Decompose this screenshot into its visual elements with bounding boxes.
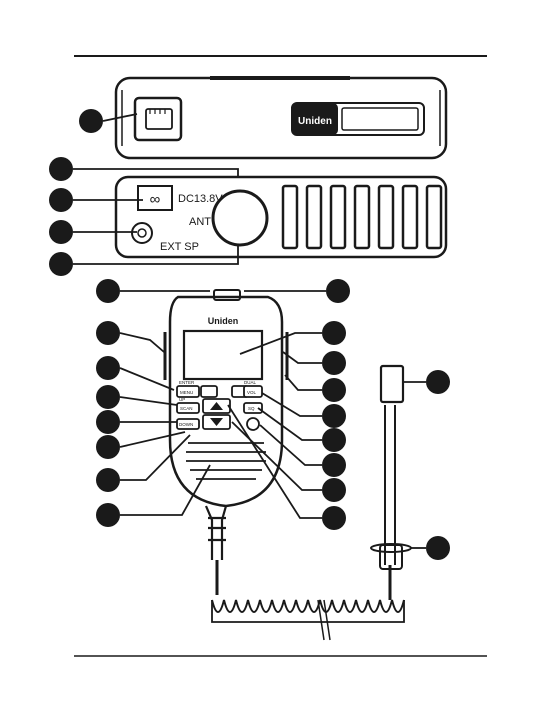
ext-speaker-label: EXT SP	[160, 241, 199, 253]
mic-cable	[204, 364, 412, 641]
callout-17	[322, 378, 346, 402]
callout-13	[96, 468, 120, 492]
callout-21	[322, 478, 346, 502]
leader-lines	[73, 113, 426, 549]
callout-7	[326, 279, 350, 303]
rj45-plug	[379, 364, 405, 404]
callout-22	[322, 506, 346, 530]
front-panel	[114, 76, 448, 160]
callout-24	[426, 536, 450, 560]
callout-9	[96, 356, 120, 380]
enter-label: ENTER	[179, 380, 195, 385]
back-panel	[114, 175, 448, 259]
power-jack	[137, 185, 173, 211]
antenna-connector	[211, 189, 269, 247]
antenna-label: ANT	[189, 216, 211, 228]
callout-5	[49, 252, 73, 276]
down-label: DOWN	[179, 422, 193, 427]
side-knob	[246, 417, 260, 431]
callout-2	[49, 157, 73, 181]
callout-15	[322, 321, 346, 345]
callout-12	[96, 435, 120, 459]
heat-sink-fins	[281, 184, 443, 250]
callout-1	[79, 109, 103, 133]
sq-label: SQ	[248, 406, 255, 411]
callout-19	[322, 428, 346, 452]
vol-label: VOL	[247, 390, 257, 395]
callout-4	[49, 220, 73, 244]
callout-16	[322, 351, 346, 375]
menu-label: MENU	[180, 390, 193, 395]
coil-cable	[211, 599, 405, 613]
callout-20	[322, 453, 346, 477]
left-mid-button	[200, 385, 218, 398]
callout-circles	[49, 109, 450, 560]
ext-speaker-jack	[131, 222, 153, 244]
callout-3	[49, 188, 73, 212]
sq-button	[243, 402, 263, 414]
callout-23	[426, 370, 450, 394]
callout-18	[322, 404, 346, 428]
scan-label: SCAN	[180, 406, 193, 411]
up-arrow-icon	[210, 402, 223, 410]
menu-button	[176, 385, 200, 398]
scan-button	[176, 402, 200, 414]
mic-speaker-grille	[186, 442, 266, 480]
front-brand-text: Uniden	[298, 116, 332, 127]
microphone-body	[163, 289, 289, 508]
down-arrow-icon	[210, 418, 223, 426]
power-label: DC13.8V	[178, 193, 223, 205]
callout-10	[96, 385, 120, 409]
up-label: UP	[179, 397, 185, 402]
power-jack-icon: ∞	[150, 191, 161, 208]
dual-label: DUAL	[244, 380, 257, 385]
callout-6	[96, 279, 120, 303]
down-label-button	[176, 418, 200, 430]
callout-11	[96, 410, 120, 434]
callout-8	[96, 321, 120, 345]
vol-button	[243, 385, 263, 398]
mic-brand-text: Uniden	[208, 316, 239, 326]
mic-display	[182, 329, 264, 381]
mic-jack	[133, 96, 183, 142]
callout-14	[96, 503, 120, 527]
